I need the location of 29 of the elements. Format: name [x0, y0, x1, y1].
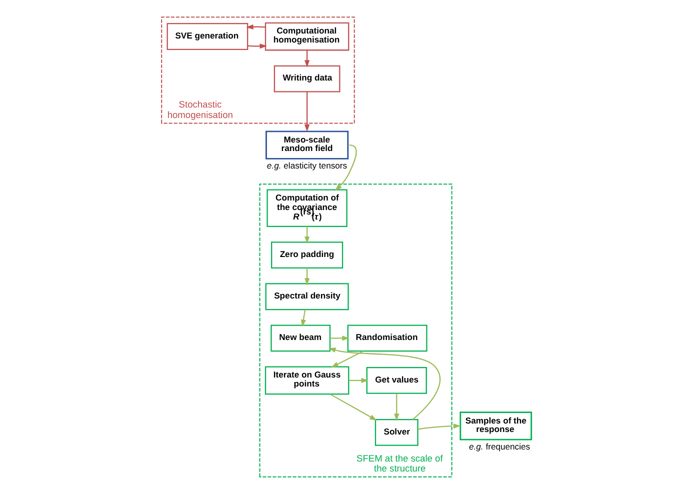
arrow [304, 268, 310, 286]
arrow [394, 393, 399, 421]
arrow [330, 336, 349, 341]
arrow [304, 226, 310, 244]
arrow [304, 92, 310, 132]
arrow [334, 144, 356, 191]
node-box: SVE generation [166, 23, 248, 50]
node-box: Iterate on Gauss points [264, 366, 349, 395]
arrow [348, 378, 368, 384]
arrow [247, 44, 267, 49]
node-box: Spectral density [264, 283, 348, 310]
arrow [330, 350, 363, 368]
arrow [329, 394, 376, 421]
arrow [300, 310, 306, 327]
node-box: Solver [374, 418, 418, 446]
node-box: Zero padding [270, 242, 343, 269]
arrow [417, 424, 460, 430]
node-box: Meso-scale random field [265, 130, 348, 160]
node-box: Computational homogenisation [264, 22, 349, 51]
arrow [246, 24, 265, 30]
node-box: Samples of the response [459, 412, 532, 440]
node-label: e.g. elasticity tensors [266, 160, 347, 170]
node-box: Randomisation [346, 324, 427, 352]
node-box: Get values [366, 366, 426, 394]
arrow [328, 348, 440, 420]
arrow [304, 50, 310, 68]
node-box: Writing data [273, 65, 340, 92]
node-label: e.g. frequencies [468, 441, 530, 452]
node-box: New beam [270, 324, 330, 352]
